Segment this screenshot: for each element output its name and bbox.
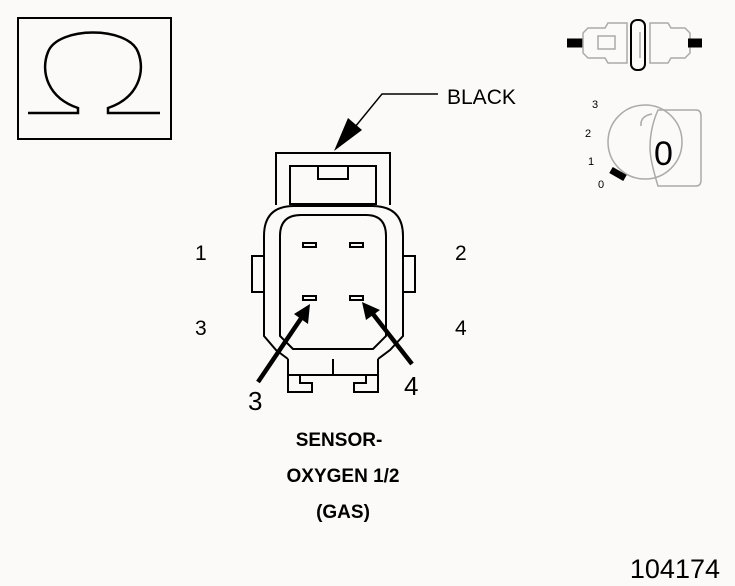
callout-arrow-4 [362,302,414,366]
connector-disconnected-icon [567,19,702,71]
wire-color-leader [334,93,438,151]
ignition-key-icon: 3 2 1 0 0 [585,99,702,191]
caption-line-3: (GAS) [316,502,370,523]
pin-terminal-4 [349,295,364,301]
pin-label-1: 1 [195,242,207,265]
callout-label-4: 4 [404,371,418,401]
caption-line-2: OXYGEN 1/2 [287,466,400,487]
wire-color-label: BLACK [447,86,516,109]
pin-terminal-3 [302,295,317,301]
pin-label-2: 2 [455,242,467,265]
connector-body [251,152,416,393]
pin-label-3: 3 [195,317,207,340]
callout-arrow-3 [256,304,310,384]
key-position-3: 3 [592,99,598,111]
key-position-1: 1 [588,156,594,168]
ohm-symbol-icon [17,17,172,140]
figure-number: 104174 [630,554,720,584]
pin-terminal-1 [302,242,317,248]
pin-label-4: 4 [455,317,467,340]
key-position-0: 0 [598,179,604,191]
caption-line-1: SENSOR- [296,430,383,451]
key-current-position: 0 [654,135,673,173]
callout-label-3: 3 [248,386,262,416]
pin-terminal-2 [349,242,364,248]
key-position-2: 2 [585,128,591,140]
